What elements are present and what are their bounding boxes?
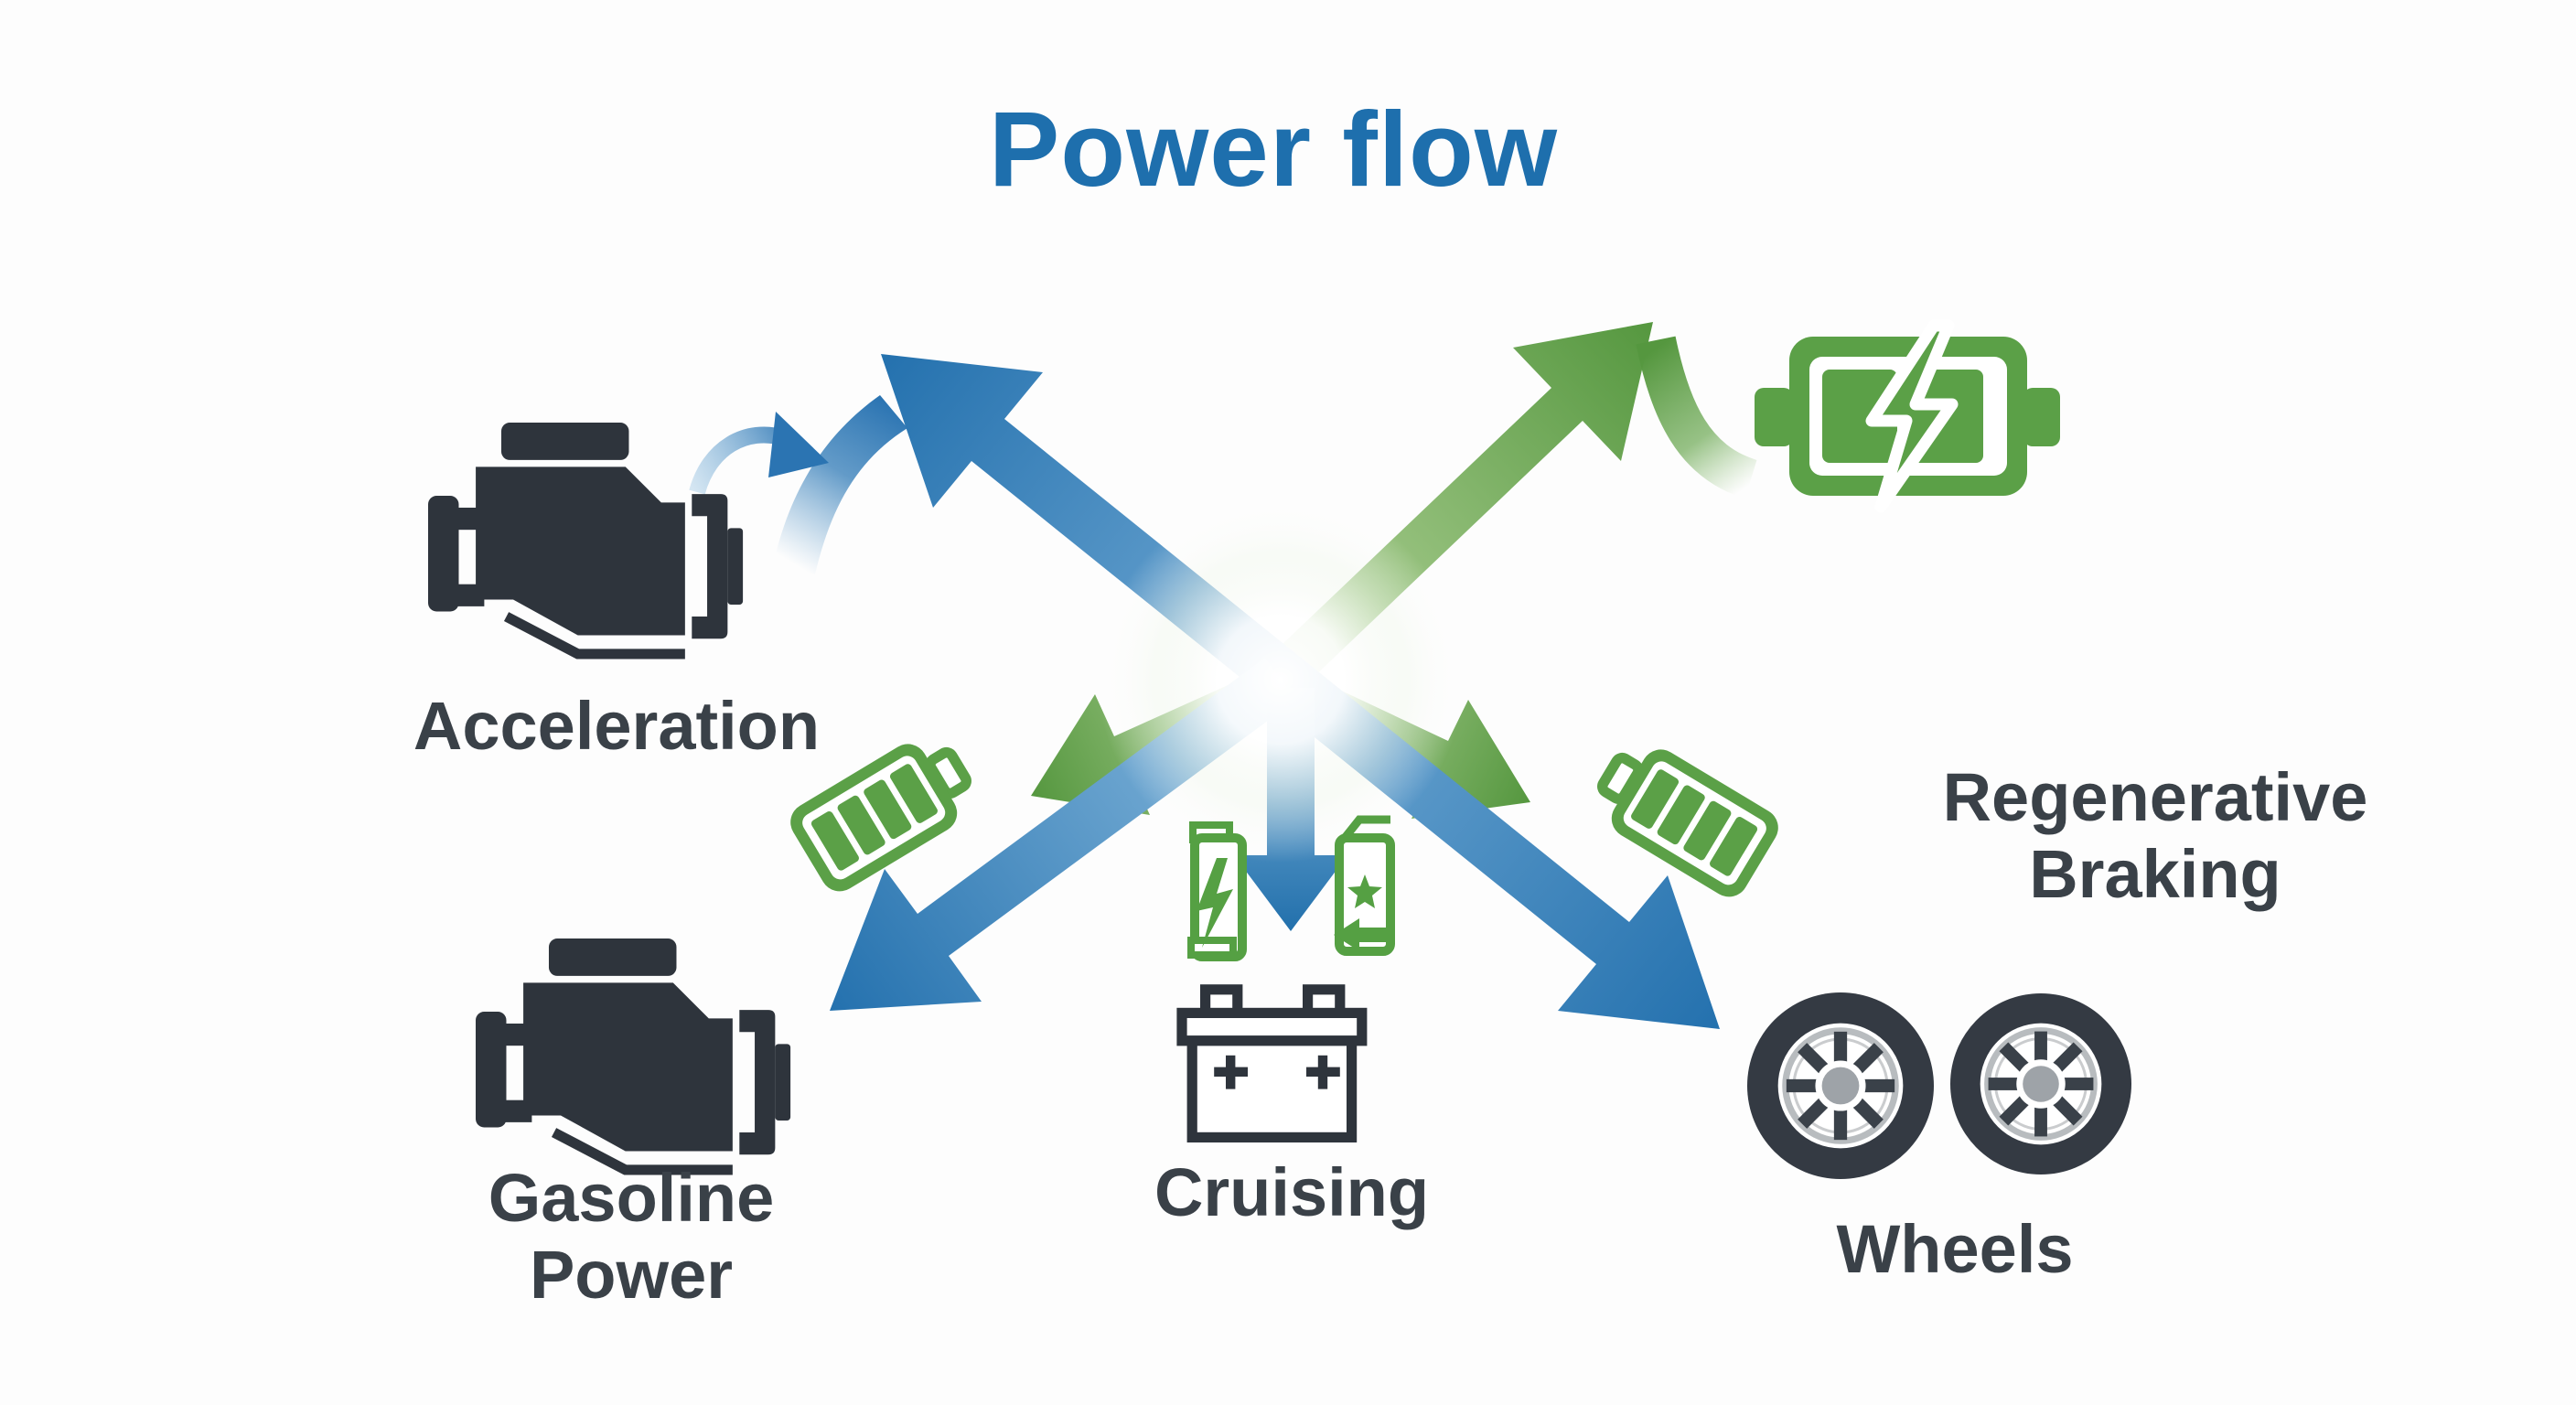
label-regen-line2: Braking xyxy=(2029,835,2281,912)
wheel-icon xyxy=(1747,992,1934,1179)
label-regen-line1: Regenerative xyxy=(1942,759,2368,835)
battery-level-icon xyxy=(1585,731,1786,904)
car-battery-icon xyxy=(1176,984,1368,1143)
center-glow xyxy=(1098,497,1464,863)
page-title: Power flow xyxy=(988,90,1559,209)
engine-icon xyxy=(428,423,743,654)
engine-icon xyxy=(476,938,790,1170)
battery-bolt-outline-icon xyxy=(1187,821,1247,961)
green-swoosh-to-battery xyxy=(1636,336,1758,499)
wheel-icon xyxy=(1950,993,2131,1174)
label-gasoline-power: Gasoline Power xyxy=(488,1160,775,1313)
label-regenerative-braking: Regenerative Braking xyxy=(1943,759,2368,912)
engine-curl-arrowhead xyxy=(768,412,829,477)
battery-star-arrow-icon xyxy=(1334,815,1395,956)
label-wheels: Wheels xyxy=(1836,1211,2074,1287)
engine-curl-arrow xyxy=(689,426,788,495)
label-gasoline-line1: Gasoline xyxy=(488,1160,775,1236)
label-acceleration: Acceleration xyxy=(413,688,821,764)
swoosh-fade-glow-left xyxy=(730,492,858,620)
label-gasoline-line2: Power xyxy=(529,1236,734,1313)
label-cruising: Cruising xyxy=(1154,1154,1430,1230)
battery-bolt-icon xyxy=(1755,319,2060,513)
